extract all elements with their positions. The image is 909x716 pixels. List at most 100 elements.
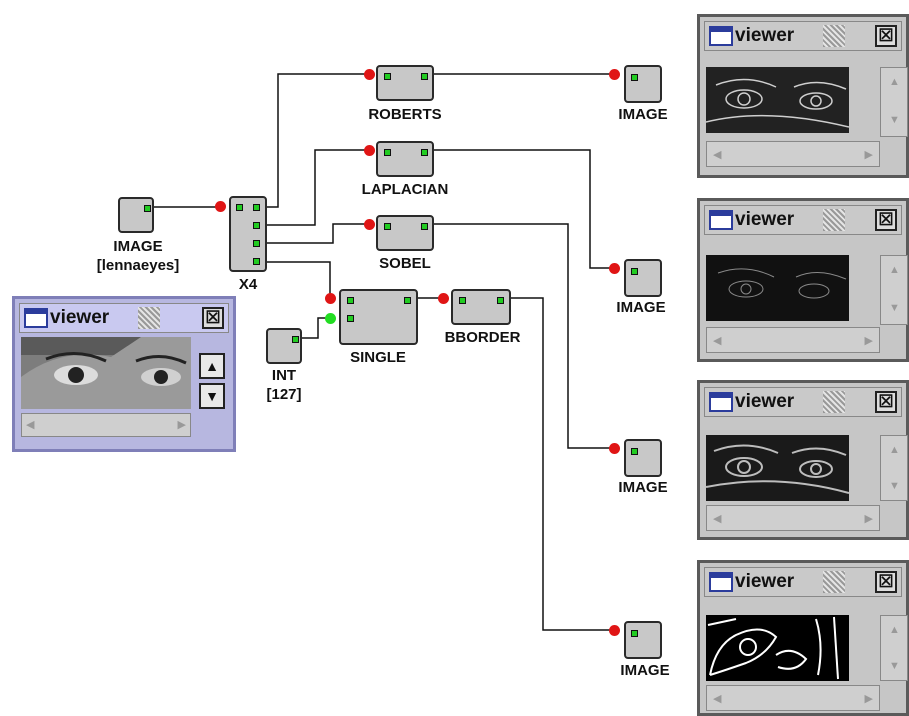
horizontal-scrollbar[interactable]: ◀ ▶ <box>21 413 191 437</box>
scroll-left-icon[interactable]: ◀ <box>713 335 722 347</box>
scroll-up-button[interactable]: ▲ <box>199 353 225 379</box>
image-out-4-input-port[interactable] <box>609 625 620 636</box>
close-icon[interactable]: ☒ <box>875 209 897 231</box>
input-port[interactable] <box>459 297 466 304</box>
scroll-right-icon[interactable]: ▶ <box>864 513 873 525</box>
roberts-node[interactable] <box>376 65 434 101</box>
output-port[interactable] <box>292 336 299 343</box>
single-label: SINGLE <box>350 349 406 366</box>
single-node[interactable] <box>339 289 418 345</box>
viewer-titlebar[interactable]: viewer ☒ <box>704 387 902 417</box>
vertical-scrollbar[interactable]: ▲ ▼ <box>880 255 908 325</box>
close-icon[interactable]: ☒ <box>202 307 224 329</box>
viewer-titlebar[interactable]: viewer ☒ <box>704 21 902 51</box>
image-out-2-node[interactable] <box>624 259 662 297</box>
output-port[interactable] <box>497 297 504 304</box>
input-port[interactable] <box>384 223 391 230</box>
laplacian-node[interactable] <box>376 141 434 177</box>
close-icon[interactable]: ☒ <box>875 571 897 593</box>
scroll-up-icon[interactable]: ▲ <box>889 624 900 636</box>
scroll-down-icon[interactable]: ▼ <box>889 660 900 672</box>
image-out-2-input-port[interactable] <box>609 263 620 274</box>
bborder-node[interactable] <box>451 289 511 325</box>
vertical-scrollbar[interactable]: ▲ ▼ <box>880 67 908 137</box>
horizontal-scrollbar[interactable]: ◀ ▶ <box>706 141 880 167</box>
output-port[interactable] <box>253 240 260 247</box>
output-port[interactable] <box>421 73 428 80</box>
x4-node[interactable] <box>229 196 267 272</box>
sobel-input-port[interactable] <box>364 219 375 230</box>
image-out-1-label: IMAGE <box>618 106 668 123</box>
input-port[interactable] <box>384 73 391 80</box>
scroll-left-icon[interactable]: ◀ <box>26 419 35 431</box>
image-source-node[interactable] <box>118 197 154 233</box>
image-out-3-input-port[interactable] <box>609 443 620 454</box>
horizontal-scrollbar[interactable]: ◀ ▶ <box>706 327 880 353</box>
int-node[interactable] <box>266 328 302 364</box>
single-input-port-int[interactable] <box>325 313 336 324</box>
image-out-3-node[interactable] <box>624 439 662 477</box>
titlebar-pattern <box>823 209 845 231</box>
horizontal-scrollbar[interactable]: ◀ ▶ <box>706 685 880 711</box>
input-port[interactable] <box>631 630 638 637</box>
input-port[interactable] <box>347 297 354 304</box>
viewer-titlebar[interactable]: viewer ☒ <box>704 567 902 597</box>
sobel-node[interactable] <box>376 215 434 251</box>
scroll-left-icon[interactable]: ◀ <box>713 513 722 525</box>
close-icon[interactable]: ☒ <box>875 391 897 413</box>
output-port[interactable] <box>421 149 428 156</box>
viewer-titlebar[interactable]: viewer ☒ <box>19 303 229 333</box>
scroll-left-icon[interactable]: ◀ <box>713 693 722 705</box>
scroll-down-icon[interactable]: ▼ <box>889 480 900 492</box>
vertical-scrollbar[interactable]: ▲ ▼ <box>880 615 908 681</box>
window-icon <box>24 308 48 328</box>
input-port[interactable] <box>631 74 638 81</box>
output-port[interactable] <box>253 258 260 265</box>
vertical-scrollbar[interactable]: ▲ ▼ <box>880 435 908 501</box>
viewer-window-laplacian[interactable]: viewer ☒ ▲ ▼ ◀ ▶ <box>697 198 909 362</box>
horizontal-scrollbar[interactable]: ◀ ▶ <box>706 505 880 531</box>
input-port[interactable] <box>631 268 638 275</box>
scroll-down-icon[interactable]: ▼ <box>889 302 900 314</box>
scroll-down-icon[interactable]: ▼ <box>889 114 900 126</box>
viewer-window-sobel[interactable]: viewer ☒ ▲ ▼ ◀ ▶ <box>697 380 909 540</box>
input-port[interactable] <box>384 149 391 156</box>
scroll-up-icon[interactable]: ▲ <box>889 444 900 456</box>
int-label: INT <box>271 367 297 384</box>
viewer-titlebar[interactable]: viewer ☒ <box>704 205 902 235</box>
viewer-window-bborder[interactable]: viewer ☒ ▲ ▼ ◀ ▶ <box>697 560 909 716</box>
viewer-image <box>706 67 849 133</box>
close-icon[interactable]: ☒ <box>875 25 897 47</box>
input-port[interactable] <box>347 315 354 322</box>
x4-input-port[interactable] <box>215 201 226 212</box>
output-port[interactable] <box>421 223 428 230</box>
viewer-window-roberts[interactable]: viewer ☒ ▲ ▼ ◀ ▶ <box>697 14 909 178</box>
scroll-right-icon[interactable]: ▶ <box>864 335 873 347</box>
scroll-right-icon[interactable]: ▶ <box>864 693 873 705</box>
viewer-image <box>21 337 191 409</box>
image-out-1-node[interactable] <box>624 65 662 103</box>
viewer-title: viewer <box>50 307 110 328</box>
output-port[interactable] <box>236 204 243 211</box>
single-input-port-image[interactable] <box>325 293 336 304</box>
input-port[interactable] <box>631 448 638 455</box>
laplacian-input-port[interactable] <box>364 145 375 156</box>
scroll-right-icon[interactable]: ▶ <box>864 149 873 161</box>
viewer-image <box>706 255 849 321</box>
scroll-up-icon[interactable]: ▲ <box>889 76 900 88</box>
output-port[interactable] <box>404 297 411 304</box>
output-port[interactable] <box>253 204 260 211</box>
scroll-right-icon[interactable]: ▶ <box>177 419 186 431</box>
output-port[interactable] <box>253 222 260 229</box>
image-out-1-input-port[interactable] <box>609 69 620 80</box>
viewer-window-source[interactable]: viewer ☒ ▲ ▼ ◀ ▶ <box>12 296 236 452</box>
scroll-down-button[interactable]: ▼ <box>199 383 225 409</box>
image-out-2-label: IMAGE <box>616 299 666 316</box>
window-icon <box>709 392 733 412</box>
scroll-up-icon[interactable]: ▲ <box>889 264 900 276</box>
bborder-input-port[interactable] <box>438 293 449 304</box>
output-port[interactable] <box>144 205 151 212</box>
roberts-input-port[interactable] <box>364 69 375 80</box>
image-out-4-node[interactable] <box>624 621 662 659</box>
scroll-left-icon[interactable]: ◀ <box>713 149 722 161</box>
